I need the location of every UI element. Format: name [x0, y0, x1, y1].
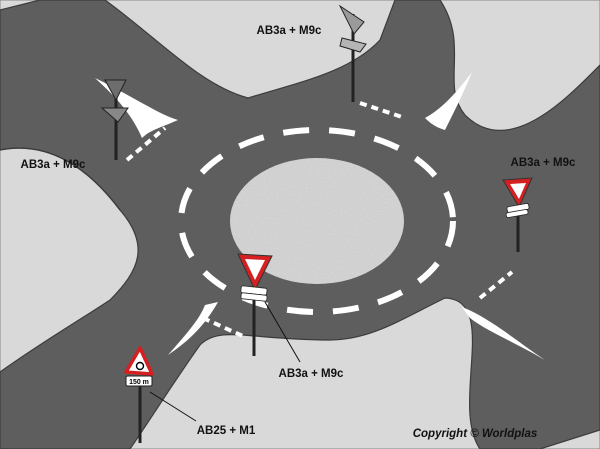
central-island: [230, 158, 404, 284]
label-right: AB3a + M9c: [511, 157, 576, 169]
label-bottom-center: AB3a + M9c: [279, 368, 344, 380]
direction-sign-top: [338, 4, 367, 102]
label-bottom-left: AB25 + M1: [197, 425, 256, 437]
label-left: AB3a + M9c: [21, 159, 86, 171]
leader-lines: [149, 301, 301, 422]
roundabout-warning-sign: 150 m: [124, 346, 154, 443]
distance-plate-text: 150 m: [129, 379, 149, 386]
copyright-text: Copyright © Worldplas: [413, 428, 538, 440]
direction-sign-left: [100, 79, 129, 160]
ring-lane-markings: [178, 127, 456, 315]
give-way-lines: [125, 101, 514, 339]
label-top: AB3a + M9c: [257, 25, 322, 37]
splitter-islands: [95, 72, 545, 360]
give-way-sign-right: [502, 177, 533, 252]
road-edge-left-lower: [0, 147, 121, 211]
give-way-sign-center: [237, 253, 273, 356]
